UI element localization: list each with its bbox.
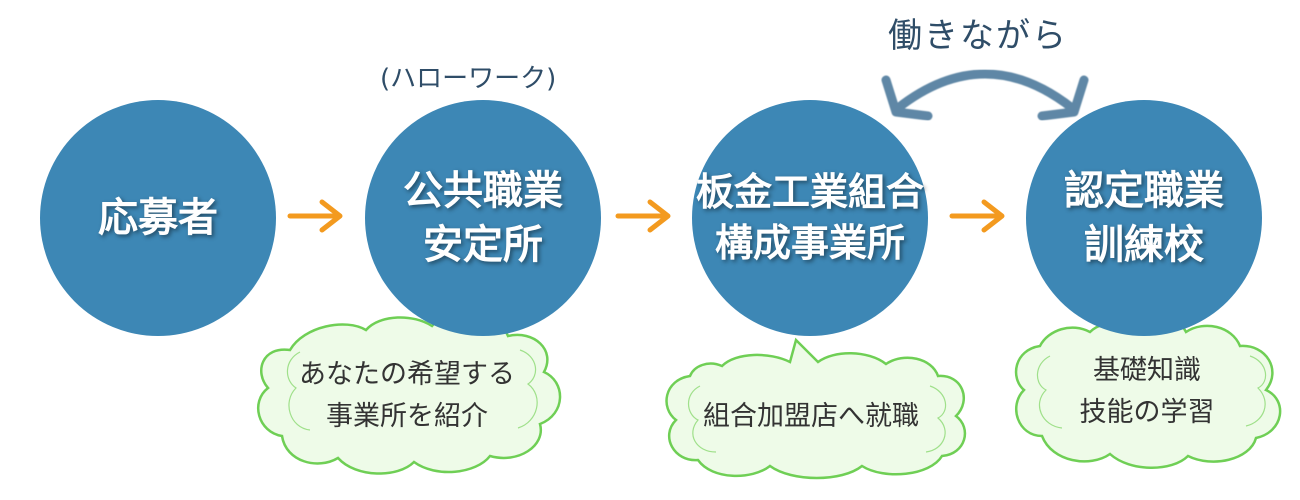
flow-arrow-3 [949,199,1005,233]
step-3-line-1: 板金工業組合 [695,169,924,214]
bubble-2-shape [665,337,967,480]
bubble-3-shape [1014,305,1282,469]
bubble-2-line-1: 組合加盟店へ就職 [703,401,919,432]
step-2-line-2: 安定所 [423,222,543,268]
bubble-learning: 基礎知識 技能の学習 [1012,350,1282,434]
step-applicant: 応募者 [40,100,276,336]
flow-arrow-2 [615,199,671,233]
step-public-employment-office: 公共職業 安定所 [365,100,601,336]
step-2-line-1: 公共職業 [403,168,563,214]
bubble-1-line-2: 事業所を紹介 [326,400,488,432]
flow-arrow-1 [287,199,343,233]
step-4-line-2: 訓練校 [1084,222,1204,268]
bubble-3-line-2: 技能の学習 [1079,396,1215,428]
double-curved-arrow [881,69,1089,121]
step-member-company: 板金工業組合 構成事業所 [692,100,928,336]
bubble-employment: 組合加盟店へ就職 [666,396,956,438]
step-4-line-1: 認定職業 [1064,168,1224,214]
bubble-1-line-1: あなたの希望する [299,359,515,390]
step-vocational-school: 認定職業 訓練校 [1026,100,1262,336]
bubble-3-line-1: 基礎知識 [1093,355,1201,386]
bubble-1-shape [257,303,562,475]
bubble-introduce-company: あなたの希望する 事業所を紹介 [262,354,552,438]
hellowork-note: (ハローワーク) [380,64,557,94]
working-label: 働きながら [888,16,1068,56]
step-3-line-2: 構成事業所 [714,221,905,265]
step-1-line-1: 応募者 [98,195,218,241]
